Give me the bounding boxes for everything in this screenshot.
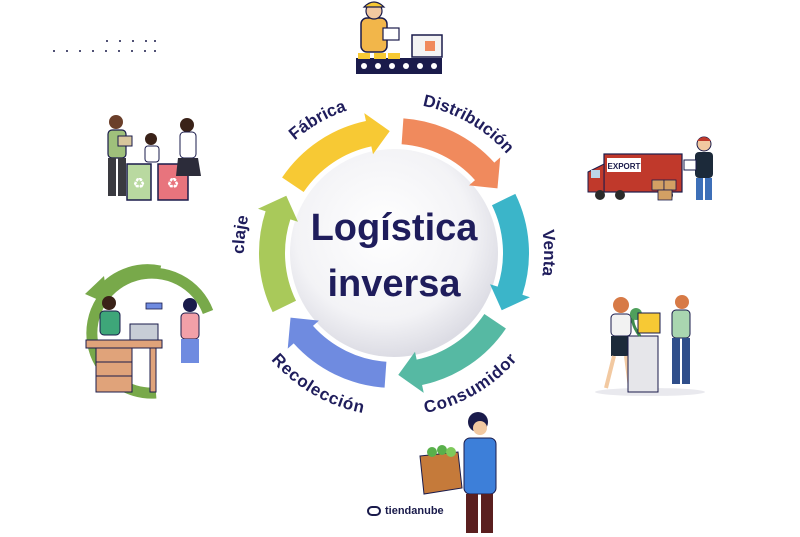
recycling-people-illustration: ♻ ♻: [107, 115, 201, 201]
export-truck-illustration: EXPORT: [587, 136, 713, 201]
decorative-dots: [53, 40, 156, 52]
center-title-line1: Logística: [311, 207, 479, 249]
center-title-line2: inversa: [327, 263, 461, 305]
cycle-arrow-2: [401, 118, 501, 189]
brand-name: tiendanube: [385, 505, 444, 517]
cycle-arrow-5: [287, 317, 387, 388]
svg-text:♻: ♻: [133, 176, 146, 192]
cycle-arrow-4: [398, 313, 506, 393]
shopping-illustration: [595, 295, 705, 396]
brand-logo: tiendanube: [367, 505, 444, 517]
stage-label-3: Venta: [538, 229, 559, 278]
cycle-arrow-3: [490, 193, 531, 311]
center-disc: [290, 149, 498, 357]
stage-label-6: Reciclaje: [0, 0, 252, 254]
svg-text:EXPORT: EXPORT: [608, 162, 641, 171]
cloud-icon: [367, 506, 381, 516]
consumer-illustration: [419, 412, 497, 533]
cycle-arrow-1: [282, 113, 390, 193]
office-recycle-illustration: [85, 264, 214, 399]
cycle-arrow-6: [257, 195, 298, 313]
cycle-arrows: [257, 113, 531, 393]
svg-text:♻: ♻: [167, 176, 180, 192]
factory-worker-illustration: [356, 1, 443, 74]
